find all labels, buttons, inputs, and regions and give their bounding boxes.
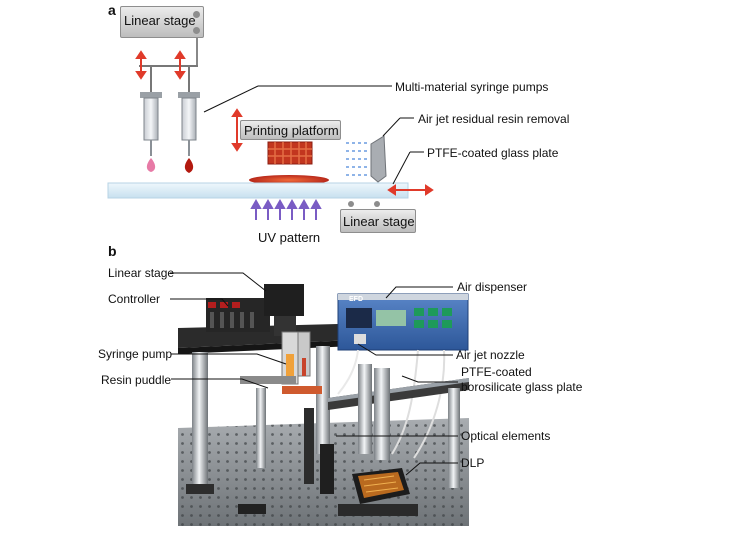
linear-stage-top-box bbox=[120, 6, 204, 38]
b-air-jet-nozzle-label: Air jet nozzle bbox=[456, 348, 525, 362]
linear-stage-bottom-box bbox=[340, 209, 416, 233]
air-nozzle-icon bbox=[370, 135, 387, 183]
uv-arrows bbox=[250, 198, 322, 220]
panel-a-letter: a bbox=[108, 2, 116, 18]
b-air-dispenser-label: Air dispenser bbox=[457, 280, 528, 294]
syringe-2-icon bbox=[178, 66, 200, 173]
stage-screw-icon bbox=[193, 11, 200, 18]
syringe-pumps-label: Multi-material syringe pumps bbox=[395, 80, 549, 94]
b-linear-stage-label: Linear stage bbox=[108, 266, 175, 280]
b-dlp-label: DLP bbox=[461, 456, 485, 470]
b-controller-label: Controller bbox=[108, 292, 161, 306]
stage-screw-icon bbox=[193, 27, 200, 34]
b-resin-puddle-label: Resin puddle bbox=[101, 373, 172, 387]
b-syringe-pump-label: Syringe pump bbox=[98, 347, 173, 361]
glass-plate-label: PTFE-coated glass plate bbox=[427, 146, 559, 160]
printing-platform-box bbox=[240, 120, 341, 140]
b-optical-elements-label: Optical elements bbox=[461, 429, 551, 443]
uv-pattern-label: UV pattern bbox=[258, 230, 321, 245]
setup-photo bbox=[178, 268, 469, 526]
printed-lattice-icon bbox=[267, 141, 313, 165]
panel-b-letter: b bbox=[108, 243, 117, 259]
b-ptfe-label-line1: PTFE-coated bbox=[461, 365, 532, 379]
air-jet-label: Air jet residual resin removal bbox=[418, 112, 570, 126]
printing-platform-label: Printing platform bbox=[244, 123, 339, 138]
air-jet-lines bbox=[346, 142, 368, 176]
air-dispenser-brand: EFD bbox=[349, 296, 363, 303]
b-ptfe-label-line2: borosilicate glass plate bbox=[461, 380, 583, 394]
linear-stage-top-label: Linear stage bbox=[124, 13, 196, 28]
linear-stage-bottom-label: Linear stage bbox=[343, 214, 415, 229]
syringe-1-icon bbox=[140, 66, 162, 172]
